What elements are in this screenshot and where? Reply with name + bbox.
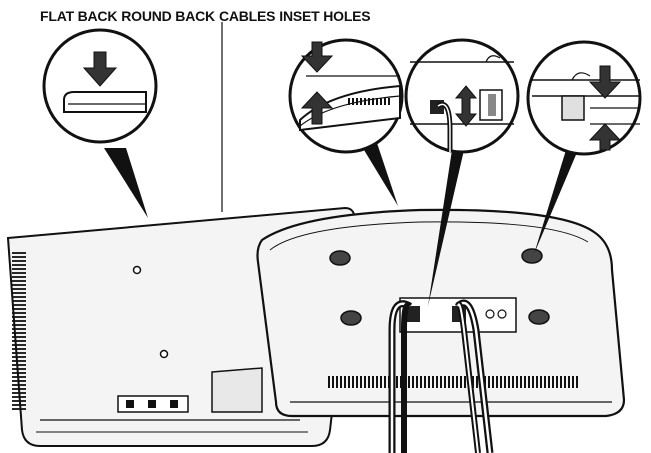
flat-back-side-vent bbox=[12, 250, 26, 410]
inset-hole bbox=[341, 311, 361, 325]
callout-flat-back bbox=[44, 30, 156, 218]
inset-hole bbox=[522, 249, 542, 263]
inset-hole bbox=[529, 310, 549, 324]
callout-inset-holes bbox=[528, 42, 640, 254]
inset-hole bbox=[330, 251, 350, 265]
flat-back-hole bbox=[134, 267, 141, 274]
flat-back-hole bbox=[161, 351, 168, 358]
round-back-vent bbox=[328, 376, 580, 388]
callout-round-back bbox=[290, 40, 402, 206]
